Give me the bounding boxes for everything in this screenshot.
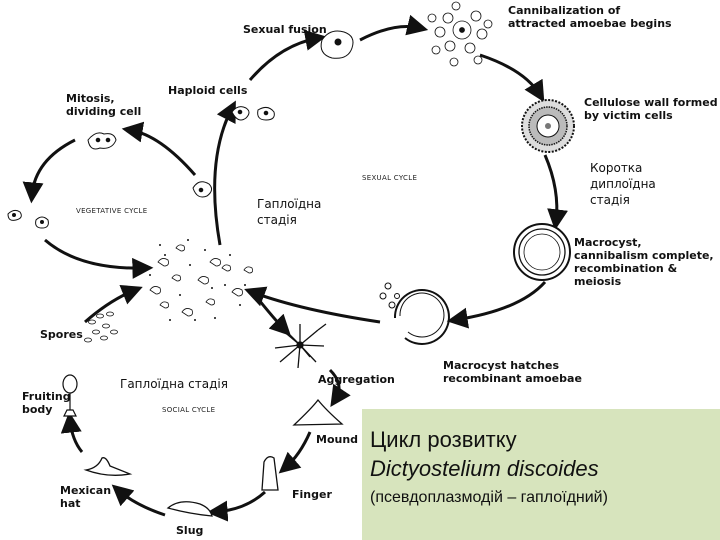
label-macrocyst: Macrocyst, cannibalism complete, recombi… — [574, 236, 714, 288]
mexican-hat-shape — [83, 457, 133, 476]
label-cannibalization: Cannibalization of attracted amoebae beg… — [508, 4, 672, 30]
arrow-to-aggregation — [253, 294, 291, 336]
annotation-haploid-stage-bottom: Гаплоїдна стадія — [120, 377, 228, 391]
caption-note: (псевдоплазмодій – гаплоїдний) — [370, 489, 608, 506]
label-slug: Slug — [176, 524, 204, 537]
label-mitosis: Mitosis, dividing cell — [66, 92, 142, 118]
central-amoebae-population — [149, 244, 253, 317]
caption-species: Dictyostelium discoides — [370, 456, 599, 481]
cellulose-wall-cell — [521, 99, 575, 153]
label-social-cycle: SOCIAL CYCLE — [162, 406, 216, 414]
caption-title: Цикл розвитку — [370, 427, 517, 452]
arrow-cannibalization-to-wall — [479, 53, 545, 103]
annotation-haploid-stage-top: Гаплоїдна стадія — [257, 197, 322, 227]
arrow-mexican-hat-to-fruiting-body — [60, 411, 84, 453]
mitosis-dividing-cell — [87, 132, 117, 150]
label-macrocyst-hatches: Macrocyst hatches recombinant amoebae — [443, 359, 582, 385]
label-aggregation: Aggregation — [318, 373, 395, 386]
daughter-cells — [7, 209, 49, 229]
label-haploid-cells: Haploid cells — [168, 84, 248, 97]
arrow-finger-to-slug — [206, 490, 267, 522]
arrow-sexual-fusion-to-cannibalization — [359, 14, 429, 42]
arrow-amoeba-to-mitosis — [121, 121, 197, 176]
finger-shape — [261, 456, 279, 491]
caption-box: Цикл розвитку Dictyostelium discoides (п… — [362, 409, 720, 540]
slug-shape — [166, 501, 213, 517]
arrow-slug-to-mexican-hat — [111, 484, 166, 517]
arrow-mound-to-finger — [278, 431, 312, 474]
arrow-aggregation-to-mound — [328, 368, 351, 407]
label-cellulose-wall: Cellulose wall formed by victim cells — [584, 96, 718, 122]
vegetative-amoeba — [192, 181, 213, 198]
sexual-fusion-cell — [320, 30, 354, 59]
central-dots — [149, 239, 246, 321]
arrow-wall-to-macrocyst — [543, 154, 568, 231]
arrow-daughters-to-amoebae — [44, 238, 154, 279]
arrow-amoebae-to-haploid — [213, 100, 236, 246]
label-sexual-fusion: Sexual fusion — [243, 23, 327, 36]
arrow-macrocyst-to-hatch — [446, 281, 547, 329]
annotation-short-diploid-stage: Коротка диплоїдна стадія — [590, 161, 656, 207]
label-finger: Finger — [292, 488, 332, 501]
label-mound: Mound — [316, 433, 359, 446]
label-spores: Spores — [40, 328, 83, 341]
label-mexican-hat: Mexican hat — [60, 484, 112, 510]
mound-shape — [292, 398, 344, 426]
label-fruiting-body: Fruiting body — [22, 390, 71, 416]
arrow-hatch-to-amoebae — [244, 286, 381, 324]
label-sexual-cycle: SEXUAL CYCLE — [362, 174, 418, 182]
arrow-mitosis-to-daughters — [22, 138, 76, 204]
macrocyst-cell — [513, 223, 571, 281]
cannibalization-cluster — [427, 1, 493, 67]
arrow-spores-to-amoebae — [84, 284, 143, 324]
aggregation-stream — [274, 321, 327, 369]
label-vegetative-cycle: VEGETATIVE CYCLE — [76, 207, 148, 215]
macrocyst-hatching-cell — [379, 282, 450, 345]
fruiting-body-shape — [62, 374, 78, 417]
arrow-haploid-to-fusion — [248, 29, 327, 81]
spores-group — [84, 311, 118, 343]
haploid-cells — [231, 106, 275, 121]
